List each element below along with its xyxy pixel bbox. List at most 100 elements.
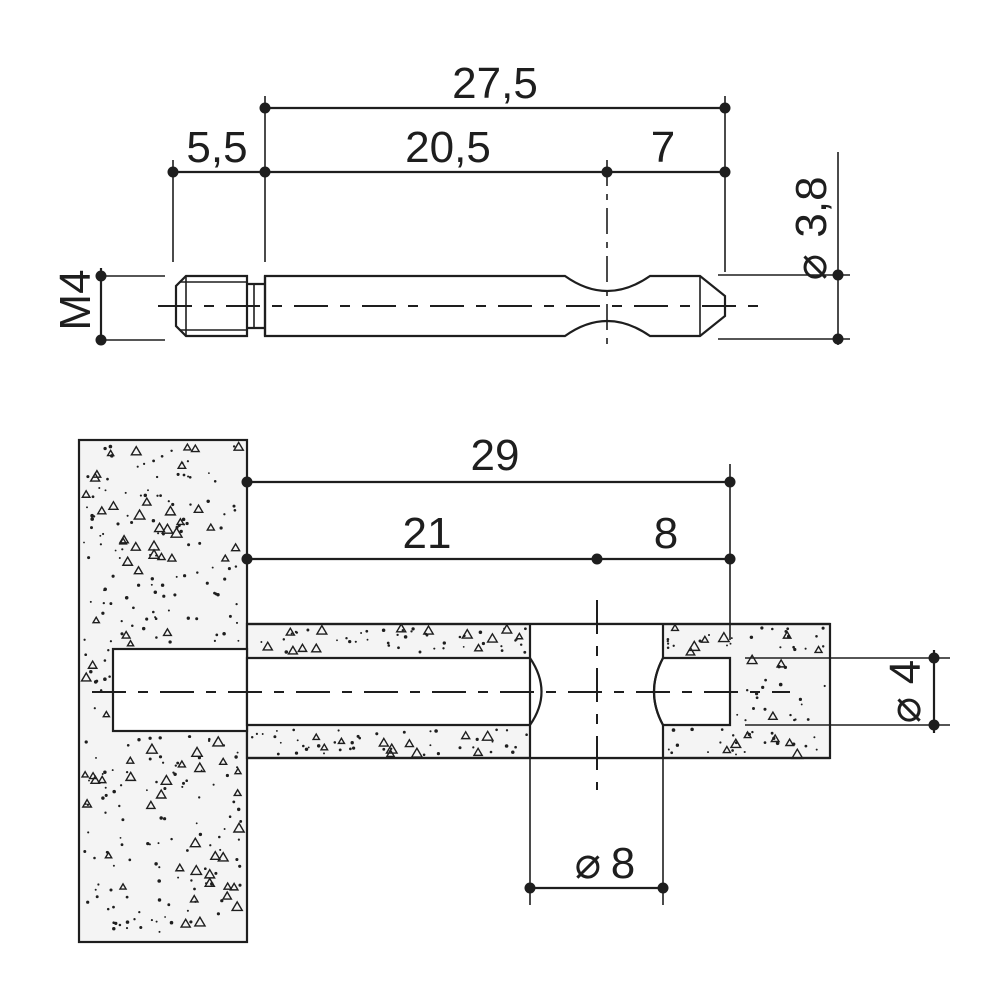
texture-speck xyxy=(236,807,241,812)
dim-dot xyxy=(241,476,253,488)
texture-speck xyxy=(228,614,232,618)
texture-grain xyxy=(193,503,204,514)
texture-grain xyxy=(153,521,166,533)
texture-speck xyxy=(104,489,107,492)
texture-speck xyxy=(387,644,391,647)
texture-speck xyxy=(666,637,670,641)
texture-grain xyxy=(147,548,161,559)
texture-speck xyxy=(130,520,134,525)
texture-grain xyxy=(221,890,233,900)
texture-speck xyxy=(153,590,158,595)
texture-speck xyxy=(95,679,99,683)
texture-speck xyxy=(798,697,803,702)
dim-dot xyxy=(167,166,179,178)
texture-grain xyxy=(222,881,233,890)
texture-speck xyxy=(800,703,803,706)
texture-speck xyxy=(219,526,223,530)
dim-dot xyxy=(601,166,613,178)
texture-grain xyxy=(746,653,759,665)
dim-dot xyxy=(724,553,736,565)
texture-speck xyxy=(381,628,386,632)
texture-grain xyxy=(106,448,115,457)
texture-speck xyxy=(89,669,93,674)
texture-speck xyxy=(793,647,797,652)
texture-speck xyxy=(237,639,240,642)
texture-speck xyxy=(707,633,711,637)
texture-speck xyxy=(337,729,340,732)
texture-grain xyxy=(770,733,781,743)
texture-speck xyxy=(519,643,523,646)
texture-grain xyxy=(687,640,701,652)
texture-speck xyxy=(97,883,100,886)
texture-speck xyxy=(422,753,426,757)
texture-speck xyxy=(239,819,243,823)
texture-speck xyxy=(131,624,134,627)
texture-grain xyxy=(81,798,93,808)
texture-speck xyxy=(500,645,503,648)
texture-speck xyxy=(168,640,172,644)
texture-speck xyxy=(214,592,218,596)
texture-speck xyxy=(720,728,724,731)
texture-speck xyxy=(778,682,783,687)
texture-speck xyxy=(290,632,293,635)
texture-speck xyxy=(101,796,105,800)
texture-speck xyxy=(157,842,160,845)
texture-grain xyxy=(514,632,524,640)
texture-speck xyxy=(181,785,184,788)
texture-speck xyxy=(187,543,191,547)
texture-speck xyxy=(771,627,774,631)
texture-speck xyxy=(402,730,406,734)
assembly-view: 29 21 8 ⌀ 8 ⌀ 4 xyxy=(77,431,950,944)
texture-speck xyxy=(88,779,90,782)
texture-speck xyxy=(792,742,796,746)
texture-grain xyxy=(472,746,484,757)
texture-speck xyxy=(143,493,148,498)
texture-speck xyxy=(235,621,239,624)
texture-speck xyxy=(397,646,400,650)
texture-speck xyxy=(237,838,240,841)
texture-grain xyxy=(190,746,204,757)
texture-speck xyxy=(104,793,108,797)
texture-speck xyxy=(107,649,110,652)
texture-speck xyxy=(101,773,104,775)
texture-speck xyxy=(121,548,124,551)
texture-grain xyxy=(775,658,787,668)
texture-speck xyxy=(167,500,170,503)
texture-grain xyxy=(310,642,323,653)
texture-speck xyxy=(213,639,216,642)
texture-speck xyxy=(87,831,90,834)
texture-speck xyxy=(524,627,527,631)
texture-speck xyxy=(731,749,734,752)
texture-grain xyxy=(233,788,243,797)
texture-speck xyxy=(177,876,180,879)
texture-speck xyxy=(304,747,309,752)
texture-speck xyxy=(236,766,239,769)
texture-speck xyxy=(442,641,446,645)
texture-speck xyxy=(90,513,94,518)
texture-grain xyxy=(118,882,128,890)
texture-speck xyxy=(148,757,152,761)
texture-speck xyxy=(98,486,101,490)
texture-speck xyxy=(162,594,166,598)
texture-speck xyxy=(211,566,214,569)
texture-speck xyxy=(350,741,354,745)
texture-speck xyxy=(743,750,746,754)
texture-grain xyxy=(121,555,134,566)
texture-speck xyxy=(159,494,162,497)
texture-speck xyxy=(164,916,167,918)
texture-speck xyxy=(365,629,369,633)
texture-grain xyxy=(404,738,415,748)
texture-speck xyxy=(250,735,254,739)
texture-speck xyxy=(276,752,280,756)
texture-grain xyxy=(164,505,177,516)
texture-speck xyxy=(187,475,190,478)
texture-speck xyxy=(472,746,475,749)
texture-speck xyxy=(139,494,142,497)
texture-speck xyxy=(84,653,88,657)
texture-speck xyxy=(187,735,191,738)
texture-speck xyxy=(102,601,105,605)
dim-dot xyxy=(95,270,107,282)
texture-grain xyxy=(107,500,120,511)
dim-dot xyxy=(259,102,271,114)
texture-speck xyxy=(333,741,337,744)
